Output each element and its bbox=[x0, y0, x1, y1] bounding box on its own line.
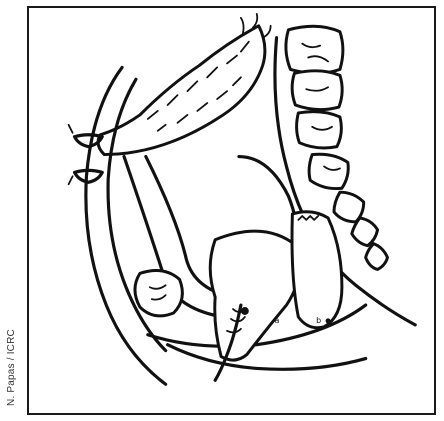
marker-b: b bbox=[316, 316, 321, 325]
credit-text: N. Papas / ICRC bbox=[6, 329, 17, 406]
rectum bbox=[292, 212, 342, 328]
photo-credit: N. Papas / ICRC bbox=[2, 323, 20, 413]
colon bbox=[98, 14, 271, 155]
pubic-bone bbox=[135, 270, 182, 315]
illustration-frame: a b bbox=[27, 6, 436, 415]
pelvis-illustration: a b bbox=[29, 8, 434, 413]
lower-contour bbox=[168, 345, 366, 370]
marker-a: a bbox=[275, 316, 280, 325]
